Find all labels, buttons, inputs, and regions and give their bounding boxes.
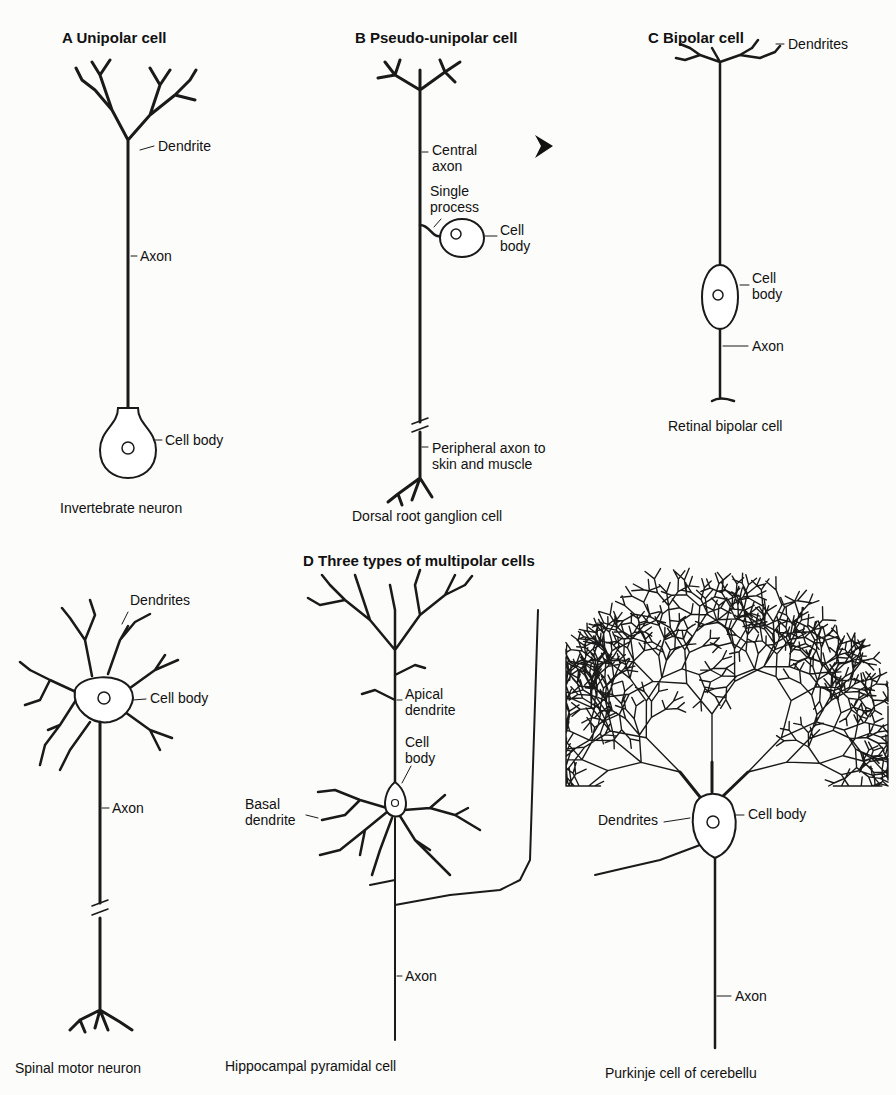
figure-caption: Purkinje cell of cerebellu bbox=[605, 1065, 757, 1081]
figure-caption: Hippocampal pyramidal cell bbox=[225, 1058, 396, 1074]
figure-caption: Dorsal root ganglion cell bbox=[352, 508, 502, 524]
spinal-motor-neuron bbox=[20, 600, 178, 1032]
part-label: Dendrites bbox=[788, 36, 848, 52]
unipolar-neuron bbox=[76, 60, 196, 478]
purkinje-neuron bbox=[566, 568, 888, 1048]
part-label: Cell body bbox=[748, 806, 806, 822]
part-label: Dendrites bbox=[598, 812, 658, 828]
part-label: Cell body bbox=[500, 222, 545, 254]
part-label: Axon bbox=[140, 248, 172, 264]
panel-heading: D Three types of multipolar cells bbox=[303, 553, 535, 569]
panel-heading: C Bipolar cell bbox=[648, 30, 744, 46]
panel-heading: B Pseudo-unipolar cell bbox=[355, 30, 518, 46]
part-label: Peripheral axon to skin and muscle bbox=[432, 440, 562, 472]
part-label: Axon bbox=[405, 968, 437, 984]
pyramidal-neuron bbox=[306, 570, 538, 1040]
part-label: Axon bbox=[112, 800, 144, 816]
part-label: Single process bbox=[430, 183, 500, 215]
figure-caption: Retinal bipolar cell bbox=[668, 418, 782, 434]
figure-caption: Spinal motor neuron bbox=[15, 1060, 141, 1076]
part-label: Cell body bbox=[150, 690, 208, 706]
part-label: Axon bbox=[752, 338, 784, 354]
part-label: Cell body bbox=[405, 734, 450, 766]
part-label: Cell body bbox=[752, 270, 797, 302]
part-label: Dendrites bbox=[130, 592, 190, 608]
part-label: Dendrite bbox=[158, 138, 211, 154]
part-label: Basal dendrite bbox=[245, 796, 307, 828]
pseudo-unipolar-neuron bbox=[378, 60, 553, 505]
figure-caption: Invertebrate neuron bbox=[60, 500, 182, 516]
part-label: Cell body bbox=[165, 432, 223, 448]
part-label: Apical dendrite bbox=[405, 686, 480, 718]
part-label: Axon bbox=[735, 988, 767, 1004]
part-label: Central axon bbox=[432, 142, 492, 174]
dendritic-tree bbox=[566, 568, 888, 786]
bipolar-neuron bbox=[676, 40, 784, 401]
panel-heading: A Unipolar cell bbox=[62, 30, 166, 46]
